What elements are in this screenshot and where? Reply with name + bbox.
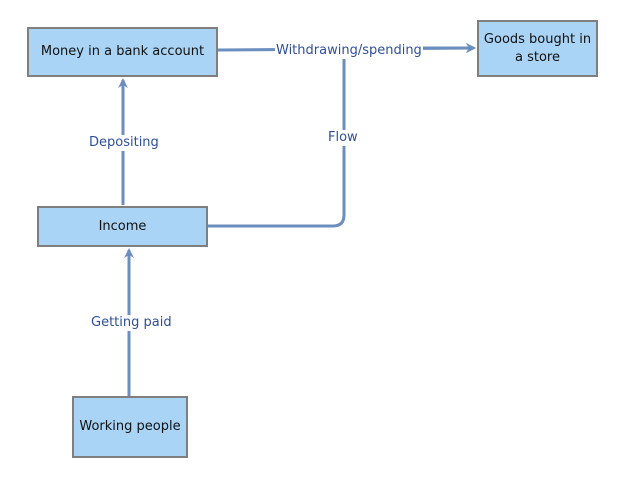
- edge-label-getting-paid: Getting paid: [90, 315, 173, 331]
- edge-label-depositing: Depositing: [88, 135, 160, 151]
- node-working-people-label: Working people: [79, 419, 181, 434]
- node-working-people[interactable]: Working people: [72, 396, 188, 458]
- node-income-label: Income: [98, 218, 147, 234]
- node-goods-label: Goods bought in a store: [483, 31, 592, 65]
- edge-label-withdrawing: Withdrawing/spending: [275, 43, 423, 59]
- node-bank-account[interactable]: Money in a bank account: [27, 27, 218, 77]
- edge-label-flow: Flow: [327, 130, 359, 146]
- node-bank-account-label: Money in a bank account: [40, 44, 205, 59]
- node-income[interactable]: Income: [37, 206, 208, 247]
- node-goods[interactable]: Goods bought in a store: [477, 20, 598, 77]
